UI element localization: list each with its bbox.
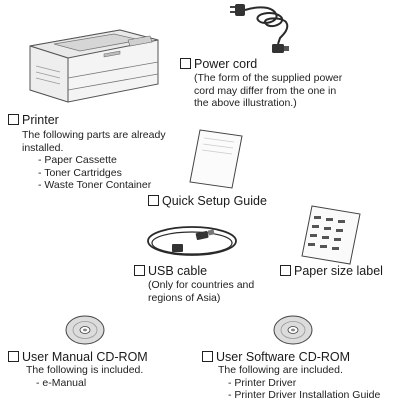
usb-cable-item-label: USB cable [134,264,274,278]
user-software-cd-item-label: User Software CD-ROM [202,350,412,364]
list-item: - Paper Cassette [38,154,117,166]
checkbox-icon [180,58,191,69]
usb-cable-label: USB cable [148,264,208,278]
checkbox-icon [8,114,19,125]
list-item: - Toner Cartridges [38,166,122,179]
user-manual-cd-illustration [65,315,105,345]
printer-note: The following parts are already installe… [22,129,166,154]
printer-item-label: Printer [8,113,178,127]
power-cord-item-label: Power cord [180,57,410,71]
user-software-cd-parts-list: - Printer Driver - Printer Driver Instal… [228,377,412,402]
checkbox-icon [8,351,19,362]
user-software-cd-note: The following are included. [218,364,343,376]
printer-label: Printer [22,113,59,127]
user-software-cd-label: User Software CD-ROM [216,350,351,364]
paper-size-label-label: Paper size label [294,264,383,278]
quick-setup-guide-illustration [189,129,243,189]
power-cord-note: (The form of the supplied power cord may… [194,72,343,109]
power-cord-illustration [230,4,289,53]
printer-illustration [29,29,159,103]
user-manual-cd-parts-list: - e-Manual [36,377,198,390]
paper-size-label-item-label: Paper size label [280,264,383,278]
quick-setup-guide-label: Quick Setup Guide [162,194,267,208]
checkbox-icon [148,195,159,206]
quick-setup-guide-item-label: Quick Setup Guide [148,194,267,208]
user-manual-cd-label: User Manual CD-ROM [22,350,148,364]
printer-parts-list: - Paper Cassette - Toner Cartridges - Wa… [38,154,178,192]
user-manual-cd-item-label: User Manual CD-ROM [8,350,198,364]
usb-cable-illustration [147,226,237,256]
checkbox-icon [280,265,291,276]
checkbox-icon [134,265,145,276]
list-item: - Waste Toner Container [38,179,152,191]
user-software-cd-illustration [273,315,313,345]
list-item: - Printer Driver [228,376,297,389]
user-manual-cd-note: The following is included. [26,364,144,376]
paper-size-label-illustration [301,205,361,265]
checkbox-icon [202,351,213,362]
list-item: - Printer Driver Installation Guide [228,389,381,401]
usb-cable-note: (Only for countries and regions of Asia) [148,279,255,304]
power-cord-label: Power cord [194,57,258,71]
list-item: - e-Manual [36,376,87,389]
